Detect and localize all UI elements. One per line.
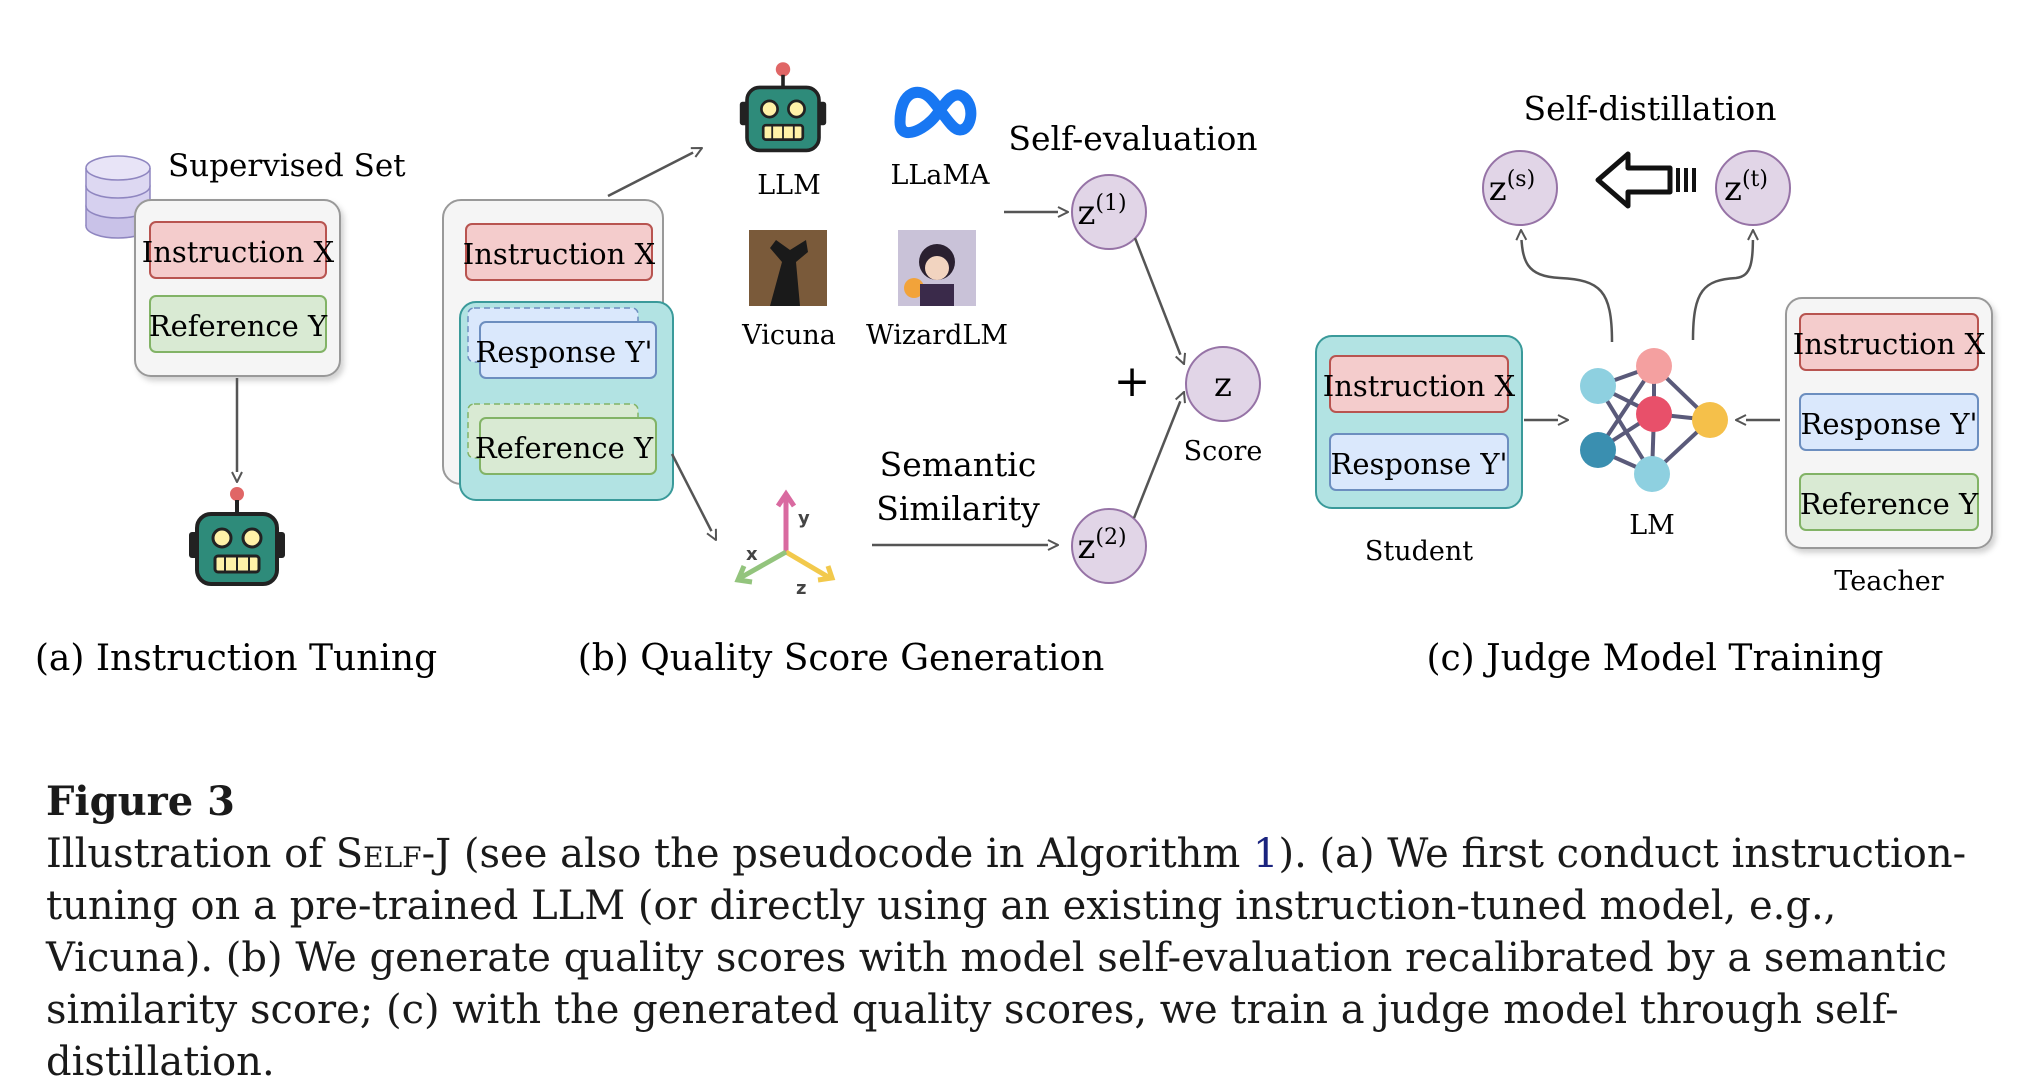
panel-c-caption: (c) Judge Model Training [1426, 638, 1883, 679]
instruction-x-label-b: Instruction X [463, 237, 656, 271]
caption-text-2: (see also the pseudocode in Algorithm [451, 831, 1254, 877]
teacher-reference-box [1799, 473, 1979, 531]
supervised-set-label: Supervised Set [168, 148, 406, 184]
z1-text: z(1) [1077, 191, 1126, 233]
instruction-x-box-b [465, 223, 653, 281]
student-response-box [1329, 433, 1509, 491]
zt-text: z(t) [1724, 167, 1768, 209]
left-arrow-icon [1595, 151, 1696, 209]
figure-diagram: Supervised Set Instruction X Reference Y… [35, 62, 1993, 679]
vicuna-image-icon [749, 230, 827, 306]
teacher-response-box [1799, 393, 1979, 451]
score-label: Score [1184, 436, 1263, 467]
llm-robot-icon [739, 62, 827, 153]
panel-a-caption: (a) Instruction Tuning [35, 638, 437, 679]
response-y-label: Response Y' [476, 335, 653, 369]
z-node [1185, 346, 1261, 422]
teacher-response-label: Response Y' [1801, 407, 1978, 441]
panel-b-caption: (b) Quality Score Generation [578, 638, 1105, 679]
self-evaluation-label: Self-evaluation [1008, 119, 1257, 158]
zs-node [1482, 150, 1558, 226]
z1-node [1071, 174, 1147, 250]
arrow-lm-to-zs [1521, 230, 1614, 343]
zt-node [1715, 150, 1791, 226]
llm-label: LLM [757, 170, 821, 201]
arrow-lm-to-zt [1691, 230, 1753, 341]
teacher-instruction-box [1799, 313, 1979, 371]
svg-text:x: x [746, 544, 758, 565]
robot-icon [189, 487, 285, 586]
lm-network-icon [1580, 348, 1728, 492]
student-label: Student [1365, 536, 1473, 567]
instruction-x-box [149, 221, 327, 279]
z2-text: z(2) [1077, 525, 1126, 567]
figure-number: Figure 3 [46, 778, 235, 825]
teacher-label: Teacher [1834, 566, 1943, 597]
svg-text:z: z [796, 578, 806, 599]
student-instruction-label: Instruction X [1323, 369, 1516, 403]
wizardlm-label: WizardLM [866, 320, 1008, 351]
wizardlm-image-icon [898, 230, 976, 306]
response-y-box [479, 321, 657, 379]
panel-b: Instruction X Response Y' Reference Y LL… [442, 62, 1263, 679]
caption-text-1: Illustration of [46, 831, 336, 877]
lm-label: LM [1629, 510, 1675, 541]
reference-y-label-b: Reference Y [475, 431, 654, 465]
algorithm-link[interactable]: 1 [1253, 831, 1279, 877]
reference-y-box-b [479, 417, 657, 475]
student-response-label: Response Y' [1331, 447, 1508, 481]
arrow-z2-to-z [1132, 392, 1184, 519]
figure-caption: Figure 3 Illustration of Self-J (see als… [46, 776, 1986, 1088]
self-distillation-label: Self-distillation [1523, 89, 1776, 128]
instruction-x-label: Instruction X [142, 235, 335, 269]
semantic-label: Semantic [880, 445, 1037, 484]
plus-sign: + [1114, 356, 1151, 407]
panel-c: Self-distillation z(s) z(t) Instruction … [1315, 89, 1993, 679]
student-instruction-box [1329, 355, 1509, 413]
z2-node [1071, 508, 1147, 584]
self-j-name: Self [335, 831, 422, 877]
arrow-z1-to-z [1133, 237, 1184, 364]
reference-y-label: Reference Y [149, 309, 328, 343]
embedding-axes-icon: x y z [734, 489, 836, 599]
arrow-to-models [607, 146, 702, 198]
similarity-label: Similarity [876, 489, 1040, 528]
reference-y-box [149, 295, 327, 353]
zs-text: z(s) [1489, 167, 1535, 209]
caption-text-3: ). (a) We first conduct instruction-tuni… [46, 831, 1967, 1085]
teacher-instruction-label: Instruction X [1793, 327, 1986, 361]
arrow-to-embedding [670, 453, 718, 540]
vicuna-label: Vicuna [741, 320, 836, 351]
teacher-reference-label: Reference Y [1800, 487, 1979, 521]
llama-logo-icon [894, 86, 977, 138]
svg-text:y: y [798, 508, 810, 529]
z-text: z [1214, 365, 1232, 405]
self-j-suffix: -J [421, 831, 452, 877]
panel-a: Supervised Set Instruction X Reference Y… [35, 148, 437, 679]
llama-label: LLaMA [890, 160, 990, 191]
